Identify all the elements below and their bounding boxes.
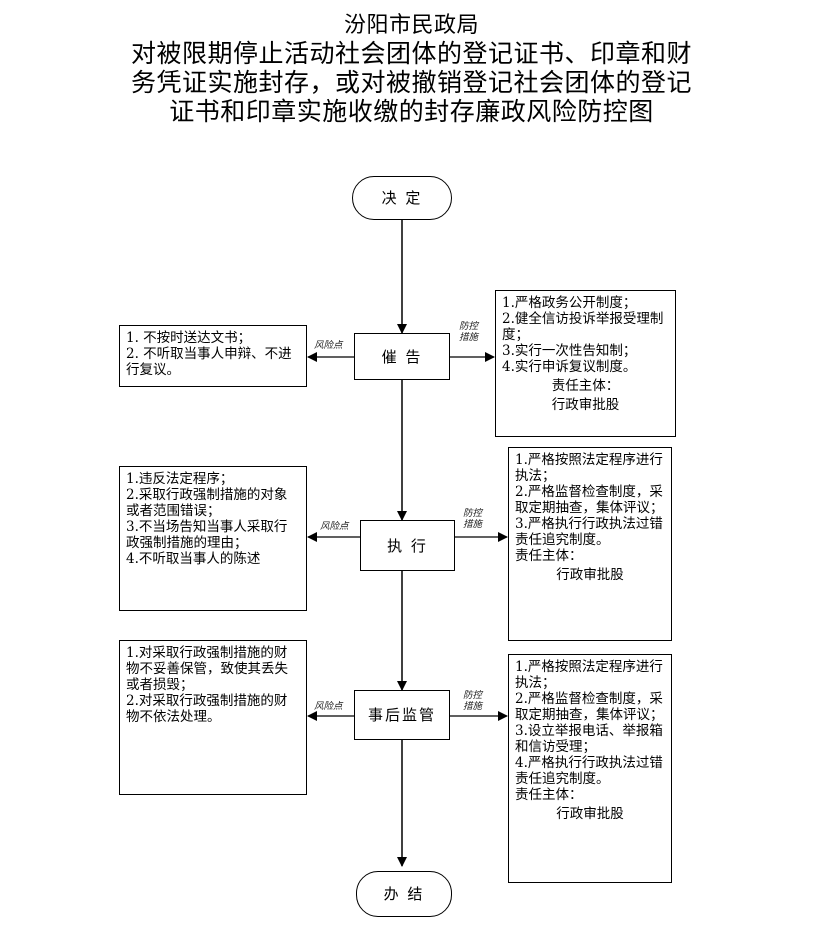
- diagram-title: 汾阳市民政局 对被限期停止活动社会团体的登记证书、印章和财 务凭证实施封存，或对…: [0, 12, 823, 126]
- control-supervise-item-3: 3.设立举报电话、举报箱和信访受理；: [515, 723, 663, 755]
- node-notice: 催 告: [354, 333, 450, 380]
- risk-box-execute: 1.违反法定程序； 2.采取行政强制措施的对象或者范围错误； 3.不当场告知当事…: [119, 466, 307, 611]
- risk-execute-item-4: 4.不听取当事人的陈述: [126, 551, 261, 567]
- responsible-label-execute: 责任主体：: [515, 548, 583, 564]
- risk-tag-execute: 风险点: [320, 521, 349, 532]
- control-supervise-item-4: 4.严格执行行政执法过错责任追究制度。: [515, 755, 663, 787]
- risk-tag-notice: 风险点: [314, 340, 343, 351]
- node-decide: 决 定: [352, 176, 452, 220]
- risk-box-supervise: 1.对采取行政强制措施的财物不妥善保管，致使其丢失或者损毁； 2.对采取行政强制…: [119, 640, 307, 795]
- responsible-label-supervise: 责任主体：: [515, 787, 583, 803]
- title-organization: 汾阳市民政局: [343, 13, 479, 38]
- control-box-supervise: 1.严格按照法定程序进行执法； 2.严格监督检查制度，采取定期抽查，集体评议； …: [508, 654, 672, 883]
- responsible-unit-notice: 行政审批股: [551, 397, 620, 413]
- control-tag-execute-2: 措施: [463, 519, 483, 530]
- control-tag-execute: 防控 措施: [463, 508, 482, 530]
- title-line-3: 证书和印章实施收缴的封存廉政风险防控图: [169, 97, 654, 126]
- control-execute-item-1: 1.严格按照法定程序进行执法；: [515, 452, 663, 484]
- control-tag-execute-1: 防控: [463, 508, 483, 519]
- risk-execute-item-2: 2.采取行政强制措施的对象或者范围错误；: [126, 487, 288, 519]
- control-tag-supervise: 防控 措施: [463, 690, 482, 712]
- control-box-execute: 1.严格按照法定程序进行执法； 2.严格监督检查制度，采取定期抽查，集体评议； …: [508, 447, 672, 641]
- control-tag-notice-1: 防控: [459, 321, 479, 332]
- control-supervise-item-2: 2.严格监督检查制度，采取定期抽查，集体评议；: [515, 691, 664, 723]
- control-tag-notice-2: 措施: [459, 332, 479, 343]
- control-tag-supervise-2: 措施: [463, 701, 483, 712]
- risk-notice-item-1: 1. 不按时送达文书；: [126, 330, 252, 346]
- control-tag-supervise-1: 防控: [463, 690, 483, 701]
- control-notice-item-3: 3.实行一次性告知制；: [502, 343, 637, 359]
- control-execute-item-2: 2.严格监督检查制度，采取定期抽查，集体评议；: [515, 484, 664, 516]
- responsible-unit-execute: 行政审批股: [556, 567, 624, 583]
- control-supervise-item-1: 1.严格按照法定程序进行执法；: [515, 659, 663, 691]
- risk-supervise-item-1: 1.对采取行政强制措施的财物不妥善保管，致使其丢失或者损毁；: [126, 645, 288, 693]
- responsible-label-notice: 责任主体：: [551, 378, 620, 394]
- title-line-1: 对被限期停止活动社会团体的登记证书、印章和财: [130, 39, 692, 68]
- risk-supervise-item-2: 2.对采取行政强制措施的财物不依法处理。: [126, 693, 288, 725]
- control-notice-item-2: 2.健全信访投诉举报受理制度；: [502, 311, 664, 343]
- risk-execute-item-3: 3.不当场告知当事人采取行政强制措施的理由；: [126, 519, 288, 551]
- control-tag-notice: 防控 措施: [459, 321, 478, 343]
- control-box-notice: 1.严格政务公开制度； 2.健全信访投诉举报受理制度； 3.实行一次性告知制； …: [495, 290, 676, 437]
- control-notice-item-1: 1.严格政务公开制度；: [502, 295, 637, 311]
- node-supervise: 事后监管: [354, 690, 450, 740]
- risk-execute-item-1: 1.违反法定程序；: [126, 471, 234, 487]
- responsible-unit-supervise: 行政审批股: [556, 806, 624, 822]
- risk-notice-item-2: 2. 不听取当事人申辩、不进行复议。: [126, 346, 292, 378]
- risk-tag-supervise: 风险点: [314, 701, 343, 712]
- node-execute: 执 行: [360, 520, 455, 571]
- title-line-2: 务凭证实施封存，或对被撤销登记社会团体的登记: [130, 68, 692, 97]
- control-execute-item-3: 3.严格执行行政执法过错责任追究制度。: [515, 516, 663, 548]
- node-finish: 办 结: [356, 871, 452, 917]
- control-notice-item-4: 4.实行申诉复议制度。: [502, 359, 637, 375]
- risk-box-notice: 1. 不按时送达文书； 2. 不听取当事人申辩、不进行复议。: [119, 325, 307, 387]
